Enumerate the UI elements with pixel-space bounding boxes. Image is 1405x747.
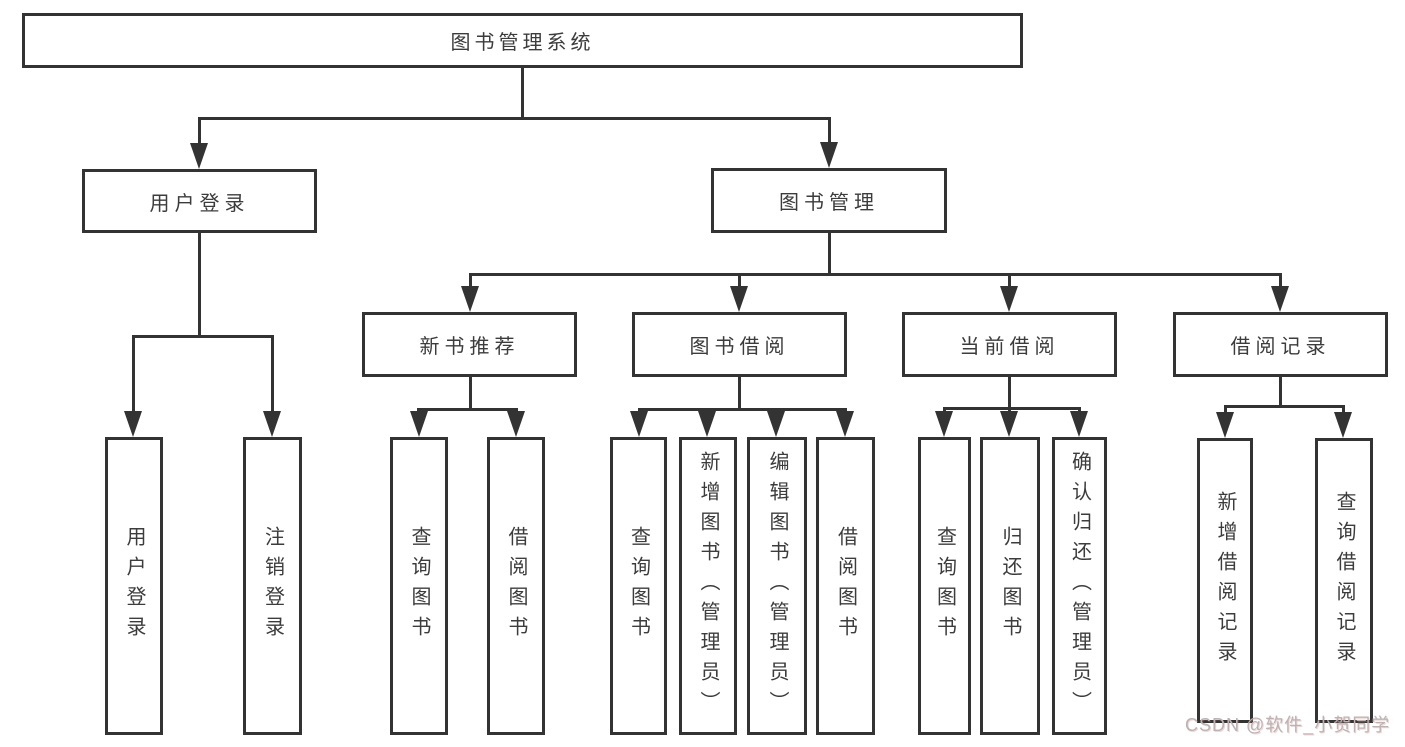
connector-group-stem xyxy=(738,377,741,411)
node-label: 用户登录 xyxy=(149,192,250,215)
leaf-label: 新增借阅记录 xyxy=(1214,490,1236,671)
node-user-login: 用户登录 xyxy=(82,169,317,233)
connector-user-subtree-stem xyxy=(198,233,201,338)
leaf-label: 确认归还（管理员） xyxy=(1068,451,1091,721)
connector-group-line xyxy=(943,407,1080,410)
arrowhead-new-books xyxy=(461,286,479,312)
leaf-label: 查询图书 xyxy=(627,526,650,646)
leaf-add-borrow-record: 新增借阅记录 xyxy=(1197,438,1253,723)
node-library-management-system: 图书管理系统 xyxy=(22,13,1023,68)
connector-group-stem xyxy=(1279,377,1282,408)
connector-user-login-stem xyxy=(198,117,201,144)
connector-leaf-stem xyxy=(943,407,946,413)
arrowhead-book-mgmt xyxy=(820,142,838,168)
connector-group-stem xyxy=(1008,377,1011,410)
connector-user-subtree-line xyxy=(132,335,273,338)
connector-leaf-stem xyxy=(638,408,641,413)
leaf-borrow-books: 借阅图书 xyxy=(816,437,875,735)
leaf-query-books: 查询图书 xyxy=(918,437,971,735)
node-label: 图书借阅 xyxy=(689,336,790,358)
leaf-label: 新增图书（管理员） xyxy=(697,451,719,721)
connector-group-stem xyxy=(469,377,472,411)
connector-group-line xyxy=(417,408,517,411)
arrowhead-leaf xyxy=(1334,412,1352,438)
connector-new-books-stem xyxy=(469,273,472,288)
arrowhead-leaf xyxy=(630,411,648,437)
arrowhead-user-login xyxy=(190,143,208,169)
arrowhead-leaf xyxy=(124,411,142,437)
connector-current-borrow-stem xyxy=(1008,273,1011,288)
node-label: 图书管理 xyxy=(779,192,879,214)
leaf-label: 查询图书 xyxy=(933,526,956,646)
connector-group-line xyxy=(1224,405,1345,408)
leaf-label: 用户登录 xyxy=(123,526,145,646)
arrowhead-leaf xyxy=(935,411,953,437)
leaf-confirm-return-admin: 确认归还（管理员） xyxy=(1052,437,1107,735)
leaf-label: 编辑图书（管理员） xyxy=(766,451,788,721)
connector-leaf-stem xyxy=(1224,405,1227,413)
node-current-borrowing: 当前借阅 xyxy=(902,312,1117,377)
arrowhead-current-borrow xyxy=(1000,286,1018,312)
connector-leaf-stem xyxy=(515,408,518,413)
node-book-borrowing: 图书借阅 xyxy=(632,312,847,377)
arrowhead-leaf xyxy=(410,411,428,437)
leaf-label: 查询借阅记录 xyxy=(1333,490,1355,671)
connector-group-line xyxy=(638,408,846,411)
arrowhead-leaf xyxy=(767,411,785,437)
connector-leaf-stem xyxy=(1008,407,1011,413)
connector-book-mgmt-stem xyxy=(828,117,831,143)
node-borrowing-records: 借阅记录 xyxy=(1173,312,1388,377)
leaf-logout: 注销登录 xyxy=(243,437,302,735)
leaf-label: 查询图书 xyxy=(408,526,430,646)
arrowhead-leaf xyxy=(263,411,281,437)
node-label: 借阅记录 xyxy=(1230,336,1331,358)
connector-leaf-stem xyxy=(775,408,778,413)
arrowhead-leaf xyxy=(836,411,854,437)
leaf-add-book-admin: 新增图书（管理员） xyxy=(679,437,737,735)
leaf-label: 借阅图书 xyxy=(834,526,857,646)
connector-leaf-stem xyxy=(1342,405,1345,413)
connector-leaf-stem xyxy=(417,408,420,413)
connector-leaf-stem xyxy=(844,408,847,413)
leaf-label: 注销登录 xyxy=(261,526,284,646)
leaf-query-borrow-record: 查询借阅记录 xyxy=(1315,438,1373,723)
connector-leaf-stem xyxy=(132,335,135,412)
connector-root-branch-line xyxy=(198,117,830,120)
leaf-edit-book-admin: 编辑图书（管理员） xyxy=(747,437,807,735)
arrowhead-leaf xyxy=(1000,411,1018,437)
leaf-label: 借阅图书 xyxy=(505,526,527,646)
arrowhead-leaf xyxy=(698,411,716,437)
node-label: 图书管理系统 xyxy=(450,32,595,54)
node-label: 当前借阅 xyxy=(959,336,1060,358)
leaf-query-books: 查询图书 xyxy=(390,437,448,735)
leaf-borrow-books: 借阅图书 xyxy=(487,437,545,735)
connector-borrow-records-stem xyxy=(1279,273,1282,288)
csdn-watermark: CSDN @软件_小贺同学 xyxy=(1185,715,1391,735)
arrowhead-leaf xyxy=(507,411,525,437)
leaf-query-books: 查询图书 xyxy=(610,437,667,735)
node-new-book-recommendation: 新书推荐 xyxy=(362,312,577,377)
connector-leaf-stem xyxy=(1078,407,1081,413)
arrowhead-book-borrow xyxy=(730,286,748,312)
arrowhead-leaf xyxy=(1216,412,1234,438)
node-book-management: 图书管理 xyxy=(711,168,947,233)
connector-leaf-stem xyxy=(706,408,709,413)
leaf-user-login: 用户登录 xyxy=(105,437,163,735)
arrowhead-borrow-records xyxy=(1271,286,1289,312)
connector-mgmt-stem xyxy=(828,233,831,276)
connector-leaf-stem xyxy=(271,335,274,412)
leaf-return-book: 归还图书 xyxy=(980,437,1040,735)
connector-book-borrow-stem xyxy=(738,273,741,288)
connector-mgmt-branch-line xyxy=(469,273,1282,276)
arrowhead-leaf xyxy=(1070,411,1088,437)
leaf-label: 归还图书 xyxy=(999,526,1021,646)
node-label: 新书推荐 xyxy=(419,336,520,358)
connector-root-stem xyxy=(521,68,524,118)
